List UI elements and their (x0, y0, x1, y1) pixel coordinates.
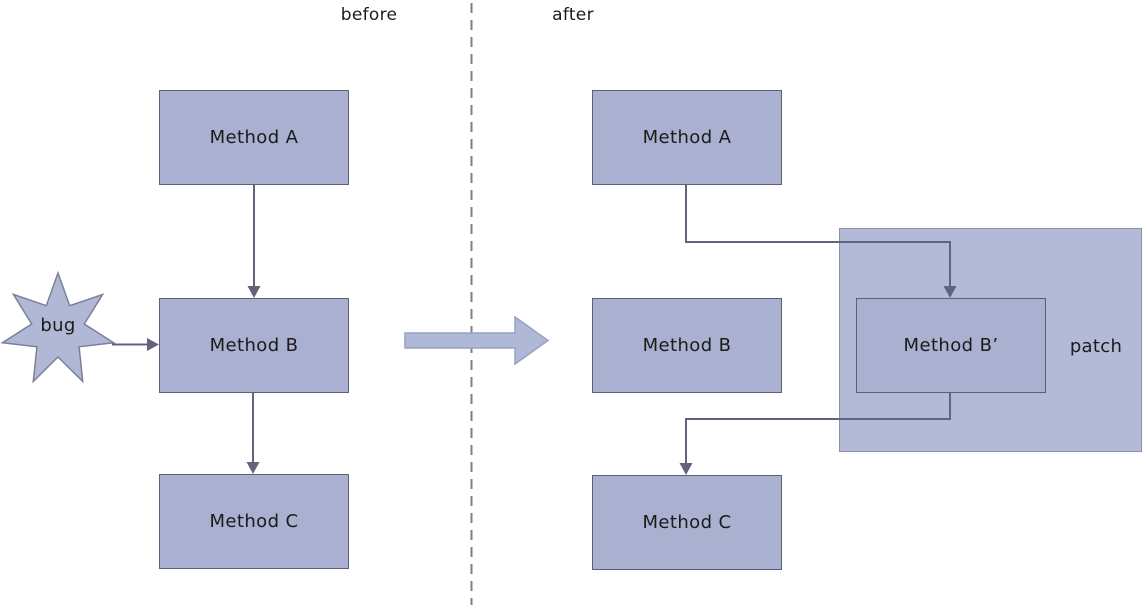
before-label: before (340, 5, 398, 25)
after-method-b-prime-node: Method B’ (856, 298, 1046, 393)
patch-label: patch (1069, 336, 1123, 357)
after-bprime-to-c-connector (685, 391, 951, 464)
bug-label: bug (40, 315, 76, 336)
transform-arrow-icon (404, 315, 550, 366)
after-a-to-bprime-arrowhead (943, 286, 957, 298)
after-method-a-node: Method A (592, 90, 782, 185)
after-a-to-bprime-connector (685, 184, 951, 287)
bug-to-method-b-arrowhead (147, 338, 159, 351)
after-method-b-node: Method B (592, 298, 782, 393)
before-method-c-node: Method C (159, 474, 349, 569)
after-method-c-node: Method C (592, 475, 782, 570)
before-method-a-node: Method A (159, 90, 349, 185)
before-b-to-c-arrowhead (246, 462, 260, 474)
bug-star-icon (0, 270, 116, 384)
before-a-to-b-arrowhead (247, 286, 261, 298)
before-method-b-node: Method B (159, 298, 349, 393)
after-bprime-to-c-arrowhead (679, 463, 693, 475)
after-label: after (552, 5, 594, 25)
